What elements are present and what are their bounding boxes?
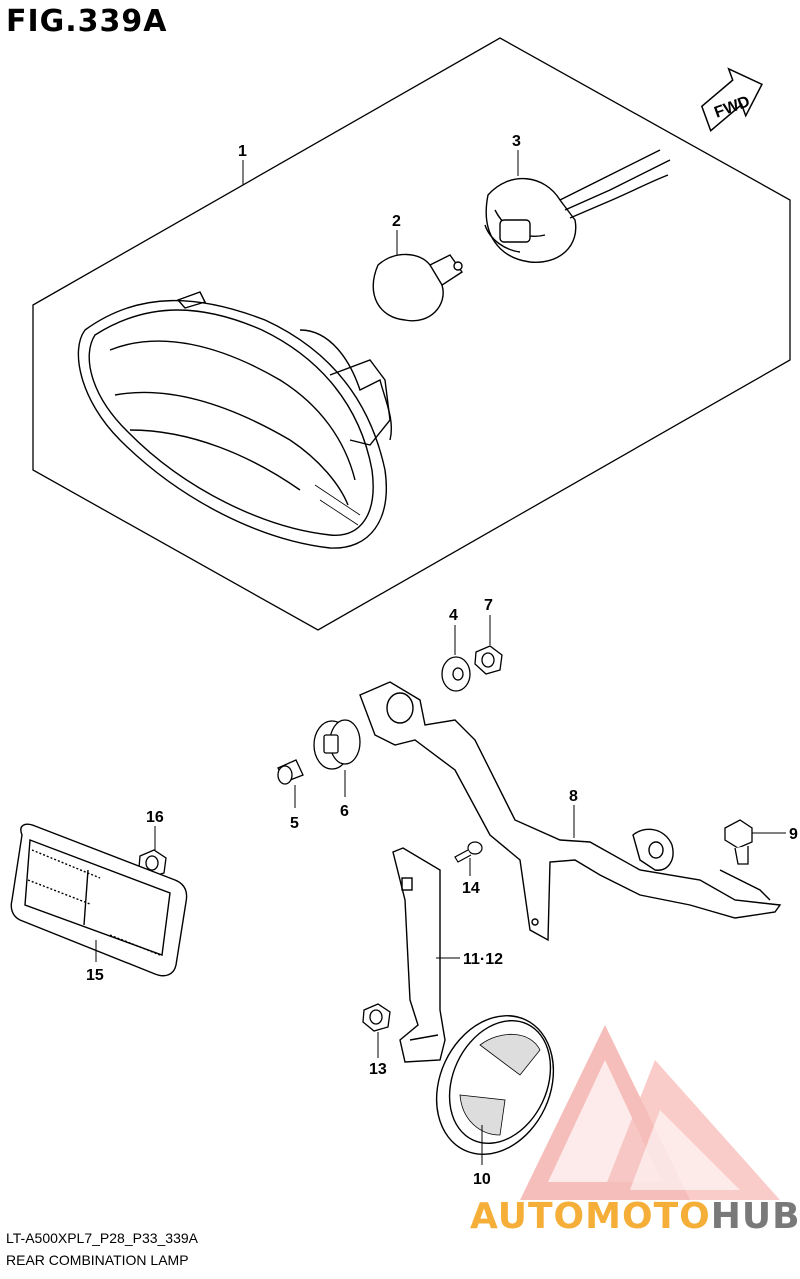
figure-name: REAR COMBINATION LAMP — [6, 1252, 189, 1268]
callout-6: 6 — [340, 803, 349, 820]
callout-13: 13 — [369, 1061, 387, 1078]
figure-code: LT-A500XPL7_P28_P33_339A — [6, 1230, 199, 1246]
reflector-bracket — [392, 847, 446, 1063]
leader-lines — [95, 150, 786, 1165]
callout-7: 7 — [484, 597, 493, 614]
nut-7 — [474, 645, 503, 675]
screw-14 — [454, 841, 483, 863]
watermark-part1: AUTOMOTO — [470, 1196, 711, 1237]
callout-1: 1 — [238, 143, 247, 160]
grommet — [313, 719, 361, 770]
callout-2: 2 — [392, 213, 401, 230]
callout-8: 8 — [569, 788, 578, 805]
nut-13 — [362, 1003, 391, 1032]
bolt-9 — [724, 819, 753, 865]
bulb — [372, 253, 463, 322]
fwd-arrow: FWD — [700, 67, 763, 132]
rect-reflector — [10, 823, 188, 977]
round-reflector — [435, 1015, 555, 1155]
lamp-assembly-box — [32, 37, 791, 631]
callout-11-12: 11·12 — [463, 951, 503, 968]
callout-4: 4 — [449, 607, 458, 624]
callout-16: 16 — [146, 809, 164, 826]
callout-3: 3 — [512, 133, 521, 150]
callout-15: 15 — [86, 967, 104, 984]
watermark-part2: HUB — [710, 1196, 800, 1237]
callout-5: 5 — [290, 815, 299, 832]
watermark-logo — [520, 1025, 780, 1200]
lamp-bracket — [359, 681, 782, 942]
nut-16 — [138, 849, 167, 878]
washer — [441, 656, 471, 692]
collar — [277, 759, 304, 785]
watermark-text: AUTOMOTOHUB — [470, 1196, 800, 1237]
callouts: 1 2 3 4 7 5 6 8 9 14 11·12 13 10 15 16 — [86, 133, 798, 1188]
callout-10: 10 — [473, 1171, 491, 1188]
bulb-socket — [484, 149, 671, 263]
lamp-housing — [77, 291, 392, 549]
callout-14: 14 — [462, 880, 480, 897]
callout-9: 9 — [789, 826, 798, 843]
figure-title: FIG.339A — [6, 4, 168, 39]
